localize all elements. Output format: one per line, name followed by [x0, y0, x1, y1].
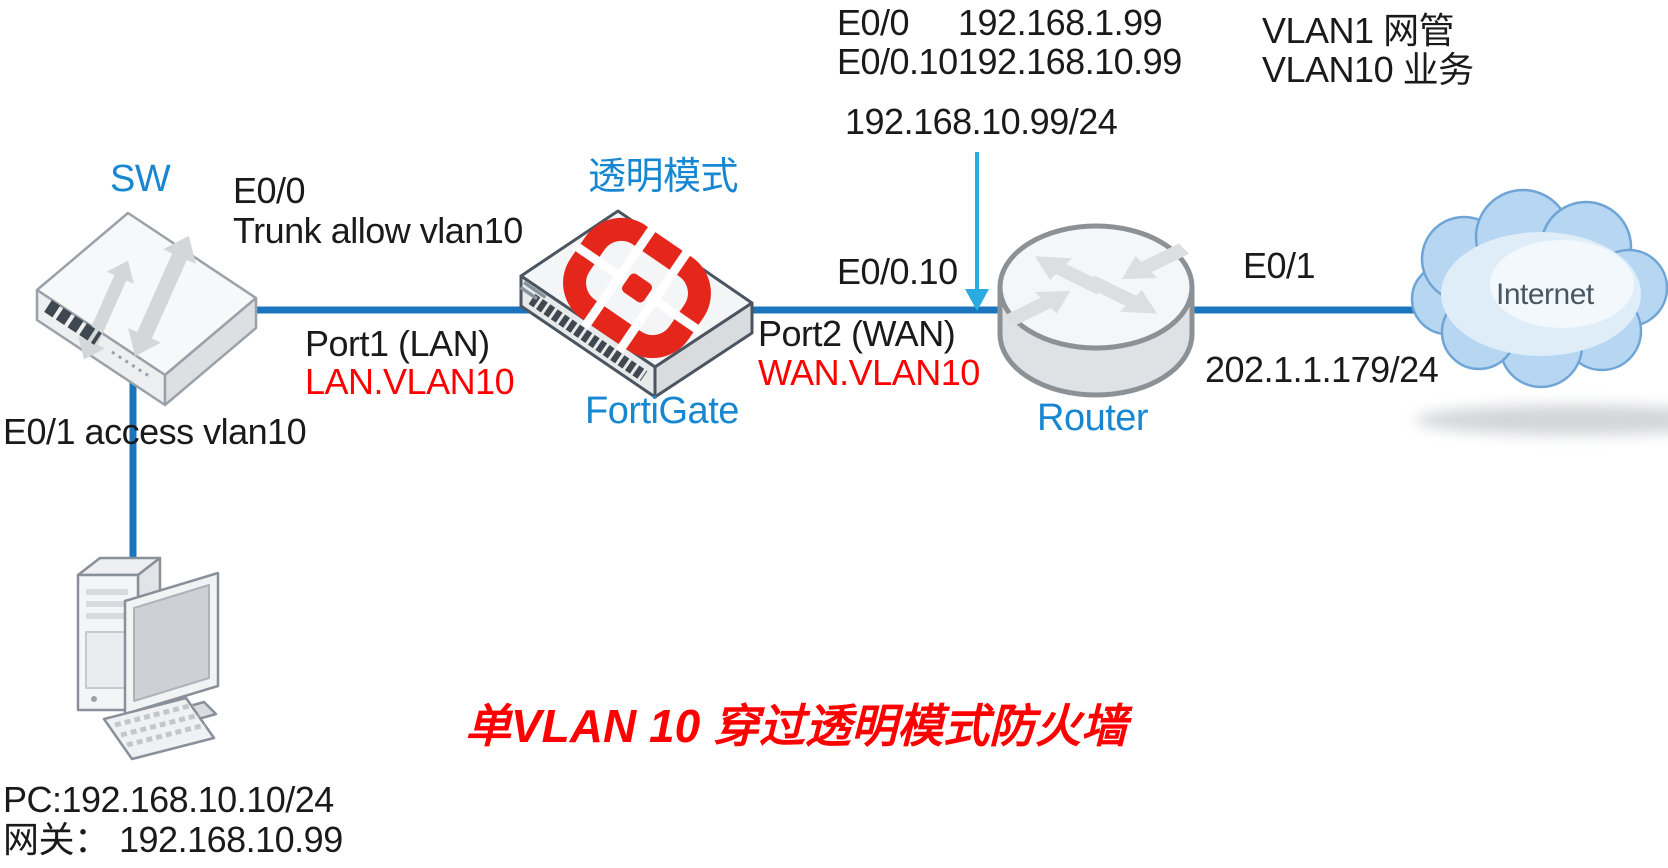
router-subif-label: E0/0.10 [837, 251, 958, 292]
switch-arrows-glyph [78, 235, 196, 360]
diagram-title: 单VLAN 10 穿过透明模式防火墙 [465, 700, 1127, 752]
firewall-port2-vlan-label: WAN.VLAN10 [758, 352, 980, 393]
internet-cloud-icon [1410, 188, 1668, 389]
router-wan-intf-label: E0/1 [1243, 245, 1316, 286]
firewall-icon [519, 209, 754, 399]
router-icon [997, 223, 1195, 398]
table-ip: 192.168.1.99 [958, 2, 1163, 43]
subif-ip-arrow-icon [965, 152, 989, 311]
switch-trunk-intf-label: E0/0 [233, 170, 306, 211]
table-vlan: VLAN1 网管 [1262, 10, 1455, 51]
router-subif-ip-label: 192.168.10.99/24 [845, 101, 1118, 142]
pc-gateway-label: 网关： 192.168.10.99 [3, 819, 343, 860]
fortinet-logo-icon [563, 217, 711, 359]
table-vlan: VLAN10 业务 [1262, 49, 1474, 90]
cloud-shadow [1415, 405, 1668, 435]
switch-icon [35, 211, 258, 407]
router-name-label: Router [1037, 397, 1149, 439]
router-subinterface-table: E0/0 192.168.1.99 VLAN1 网管 E0/0.10 192.1… [837, 2, 1474, 90]
router-wan-ip-label: 202.1.1.179/24 [1205, 349, 1439, 390]
pc-info-block: PC:192.168.10.10/24 网关： 192.168.10.99 [3, 780, 343, 860]
internet-label: Internet [1496, 278, 1594, 311]
firewall-name-label: FortiGate [585, 390, 739, 432]
switch-name-label: SW [110, 158, 171, 200]
switch-access-label: E0/1 access vlan10 [3, 411, 307, 452]
pc-icon [76, 556, 220, 761]
switch-trunk-mode-label: Trunk allow vlan10 [233, 210, 523, 251]
table-intf: E0/0.10 [837, 41, 958, 82]
pc-ip-label: PC:192.168.10.10/24 [3, 779, 334, 820]
firewall-port2-label: Port2 (WAN) [758, 313, 956, 354]
router-arrows-glyph [1002, 243, 1190, 327]
table-intf: E0/0 [837, 2, 910, 43]
table-ip: 192.168.10.99 [958, 41, 1182, 82]
firewall-port1-vlan-label: LAN.VLAN10 [305, 361, 515, 402]
firewall-port1-label: Port1 (LAN) [305, 323, 490, 364]
firewall-mode-label: 透明模式 [588, 156, 739, 198]
